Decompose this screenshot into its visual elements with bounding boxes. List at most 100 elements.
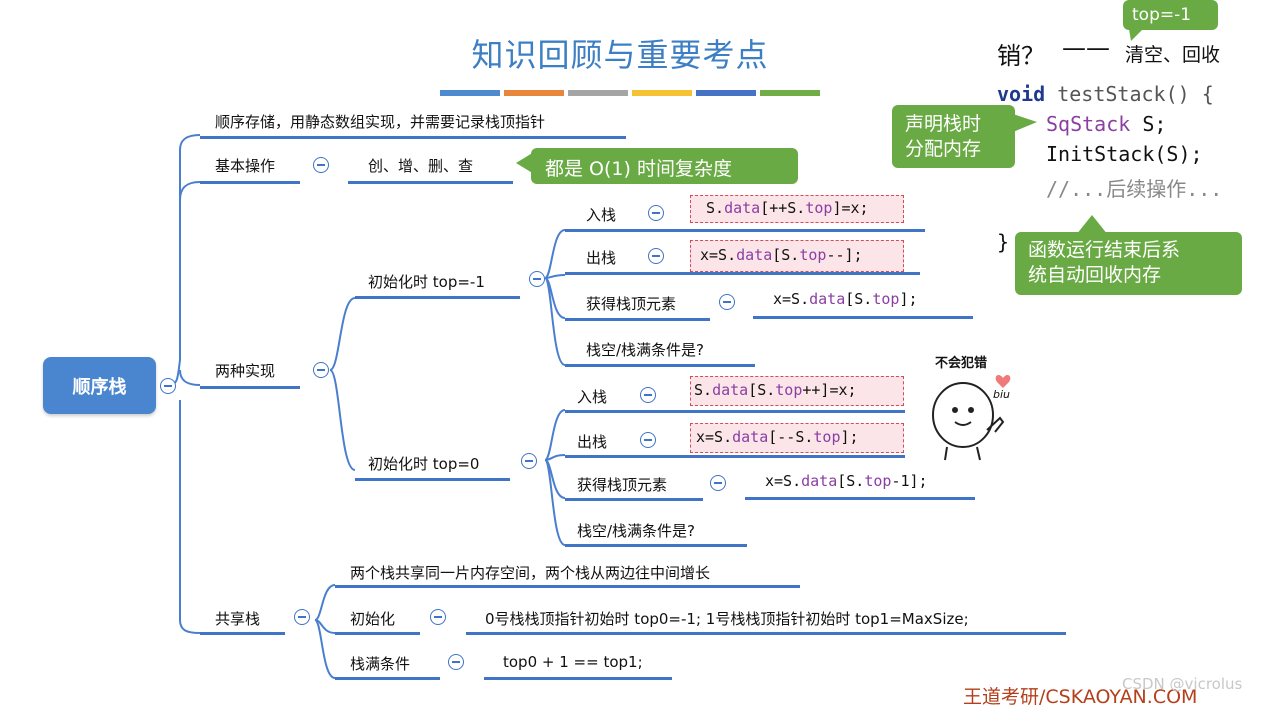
brand-footer: 王道考研/CSKAOYAN.COM	[963, 686, 1198, 708]
neg1-pop-label: 出栈	[586, 249, 617, 267]
complexity-callout: 都是 O(1) 时间复杂度	[531, 148, 798, 184]
destroy-line-a: 销？	[997, 42, 1045, 70]
zero-get-underline	[565, 498, 703, 501]
init-0-label: 初始化时 top=0	[368, 455, 480, 473]
code-line-4: //...后续操作...	[1046, 177, 1223, 201]
zero-pop-code: x=S.data[--S.top];	[696, 428, 859, 446]
neg1-push-code-box	[690, 195, 904, 223]
branch-basic-ops: 基本操作	[215, 157, 276, 175]
two-impl-underline	[200, 386, 300, 389]
shared-full-text-underline	[484, 677, 672, 680]
top-callout-text: top=-1	[1132, 5, 1192, 25]
sticker-biu: biu	[993, 388, 1011, 401]
neg1-pop-underline	[565, 272, 920, 275]
shared-desc-underline	[335, 585, 800, 588]
shared-full-text: top0 + 1 == top1;	[503, 653, 643, 671]
collapse-zero-get-icon[interactable]	[710, 475, 726, 491]
shared-desc: 两个栈共享同一片内存空间，两个栈从两边往中间增长	[350, 564, 711, 582]
alloc-callout-pointer-icon	[1013, 114, 1037, 132]
shared-underline	[200, 632, 285, 635]
smiley-sticker-icon	[932, 375, 1011, 461]
branch-shared-stack: 共享栈	[215, 610, 261, 628]
neg1-get-underline	[565, 318, 710, 321]
neg1-pop-code: x=S.data[S.top--];	[700, 246, 863, 264]
zero-pop-label: 出栈	[577, 433, 608, 451]
title-bar-color-3	[568, 90, 628, 96]
zero-get-code-underline	[745, 497, 975, 500]
zero-get-label: 获得栈顶元素	[577, 476, 668, 494]
collapse-basic-icon[interactable]	[313, 157, 329, 173]
shared-init-text-underline	[466, 632, 1066, 635]
code-line-2: SqStack S;	[1046, 112, 1167, 136]
collapse-init-neg1-icon[interactable]	[529, 271, 545, 287]
basic-ops-child: 创、增、删、查	[368, 157, 474, 175]
init-0-underline	[355, 478, 510, 481]
init-neg1-label: 初始化时 top=-1	[368, 273, 485, 291]
complexity-callout-text: 都是 O(1) 时间复杂度	[545, 158, 732, 180]
callout-pointer-icon	[516, 152, 534, 174]
zero-push-code-box	[690, 376, 904, 406]
title-bar-color-5	[696, 90, 756, 96]
collapse-zero-push-icon[interactable]	[640, 387, 656, 403]
collapse-shared-full-icon[interactable]	[448, 654, 464, 670]
neg1-cond-label: 栈空/栈满条件是?	[586, 341, 705, 359]
collapse-impl-icon[interactable]	[313, 362, 329, 378]
basic-ops-child-underline	[348, 181, 513, 184]
collapse-neg1-pop-icon[interactable]	[648, 248, 664, 264]
title-bar-color-1	[440, 90, 500, 96]
zero-cond-label: 栈空/栈满条件是?	[577, 522, 696, 540]
collapse-root-icon[interactable]	[160, 378, 176, 394]
code-close-brace: }	[997, 230, 1010, 254]
shared-full-label: 栈满条件	[350, 655, 411, 673]
alloc-callout-text: 声明栈时 分配内存	[905, 113, 982, 160]
zero-push-underline	[565, 410, 905, 413]
zero-get-code: x=S.data[S.top-1];	[765, 472, 928, 490]
destroy-line-dash: ——	[1062, 34, 1110, 62]
neg1-get-label: 获得栈顶元素	[586, 295, 677, 313]
alloc-callout: 声明栈时 分配内存	[892, 105, 1015, 168]
collapse-init-0-icon[interactable]	[521, 453, 537, 469]
shared-init-text: 0号栈栈顶指针初始时 top0=-1; 1号栈栈顶指针初始时 top1=MaxS…	[485, 610, 969, 628]
title-bar-color-2	[504, 90, 564, 96]
collapse-shared-init-icon[interactable]	[430, 609, 446, 625]
shared-full-underline	[335, 677, 440, 680]
title-bar-color-6	[760, 90, 820, 96]
neg1-push-underline	[565, 229, 925, 232]
release-callout: 函数运行结束后系 统自动回收内存	[1015, 232, 1242, 295]
branch-storage: 顺序存储，用静态数组实现，并需要记录栈顶指针	[215, 113, 546, 131]
release-callout-pointer-icon	[1076, 215, 1108, 235]
neg1-push-code: S.data[++S.top]=x;	[706, 199, 869, 217]
shared-init-underline	[335, 632, 420, 635]
top-callout-pointer-icon	[1129, 29, 1143, 41]
zero-push-code: S.data[S.top++]=x;	[694, 381, 857, 399]
neg1-pop-code-box	[690, 240, 904, 272]
sticker-caption: 不会犯错	[935, 356, 988, 371]
zero-pop-code-box	[690, 423, 904, 453]
code-line-1: void testStack() {	[997, 82, 1214, 106]
shared-init-label: 初始化	[350, 610, 396, 628]
zero-push-label: 入栈	[577, 388, 608, 406]
branch-two-impl: 两种实现	[215, 362, 276, 380]
csdn-watermark: CSDN @vicrolus	[1122, 675, 1243, 693]
neg1-get-code-underline	[753, 316, 973, 319]
collapse-shared-icon[interactable]	[294, 609, 310, 625]
destroy-line-b: 清空、回收	[1125, 44, 1221, 66]
collapse-neg1-push-icon[interactable]	[648, 205, 664, 221]
collapse-neg1-get-icon[interactable]	[719, 294, 735, 310]
zero-pop-underline	[565, 455, 905, 458]
code-line-3: InitStack(S);	[1046, 142, 1203, 166]
zero-cond-underline	[565, 544, 747, 547]
neg1-cond-underline	[565, 364, 755, 367]
root-node[interactable]: 顺序栈	[43, 357, 156, 414]
top-callout: top=-1	[1123, 0, 1218, 30]
basic-ops-underline	[200, 181, 300, 184]
branch-storage-underline	[200, 136, 626, 139]
collapse-zero-pop-icon[interactable]	[640, 432, 656, 448]
neg1-get-code: x=S.data[S.top];	[773, 290, 918, 308]
release-callout-text: 函数运行结束后系 统自动回收内存	[1028, 239, 1181, 286]
page-title: 知识回顾与重要考点	[471, 36, 769, 74]
neg1-push-label: 入栈	[586, 206, 617, 224]
title-bar-color-4	[632, 90, 692, 96]
init-neg1-underline	[355, 296, 520, 299]
